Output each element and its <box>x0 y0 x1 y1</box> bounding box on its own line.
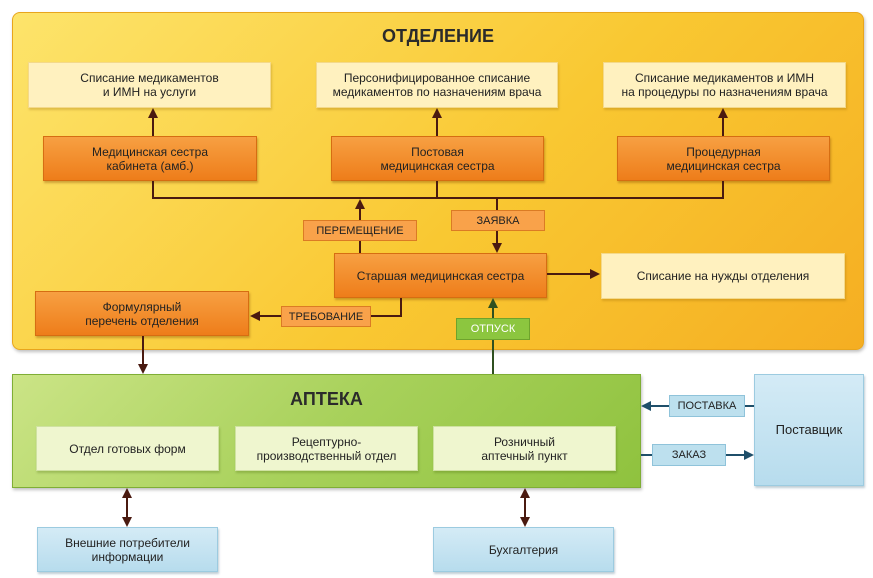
write-off-needs-box: Списание на нужды отделения <box>601 253 845 299</box>
accounting-box: Бухгалтерия <box>433 527 614 572</box>
ready-forms-box: Отдел готовых форм <box>36 426 219 471</box>
order-label-overlay: ЗАКАЗ <box>652 444 726 466</box>
pharmacy-title: АПТЕКА <box>290 389 363 409</box>
info-consumers-box: Внешние потребители информации <box>37 527 218 572</box>
write-off-services-box: Списание медикаментов и ИМН на услуги <box>28 62 271 108</box>
write-off-personalized-box: Персонифицированное списание медикаменто… <box>316 62 558 108</box>
department-title: ОТДЕЛЕНИЕ <box>382 26 494 46</box>
release-label-overlay: ОТПУСК <box>456 318 530 340</box>
transfer-label-overlay: ПЕРЕМЕЩЕНИЕ <box>303 220 417 241</box>
supply-label-overlay: ПОСТАВКА <box>669 395 745 417</box>
write-off-procedures-box: Списание медикаментов и ИМН на процедуры… <box>603 62 846 108</box>
request-label-overlay: ЗАЯВКА <box>451 210 545 231</box>
supplier-box: Поставщик <box>754 374 864 486</box>
retail-point-box: Розничный аптечный пункт <box>433 426 616 471</box>
formulary-box: Формулярный перечень отделения <box>35 291 249 336</box>
head-nurse-box: Старшая медицинская сестра <box>334 253 547 298</box>
prescription-dept-box: Рецептурно- производственный отдел <box>235 426 418 471</box>
nurse-procedure-box: Процедурная медицинская сестра <box>617 136 830 181</box>
nurse-ward-box: Постовая медицинская сестра <box>331 136 544 181</box>
demand-label-overlay: ТРЕБОВАНИЕ <box>281 306 371 327</box>
nurse-cabinet-box: Медицинская сестра кабинета (амб.) <box>43 136 257 181</box>
